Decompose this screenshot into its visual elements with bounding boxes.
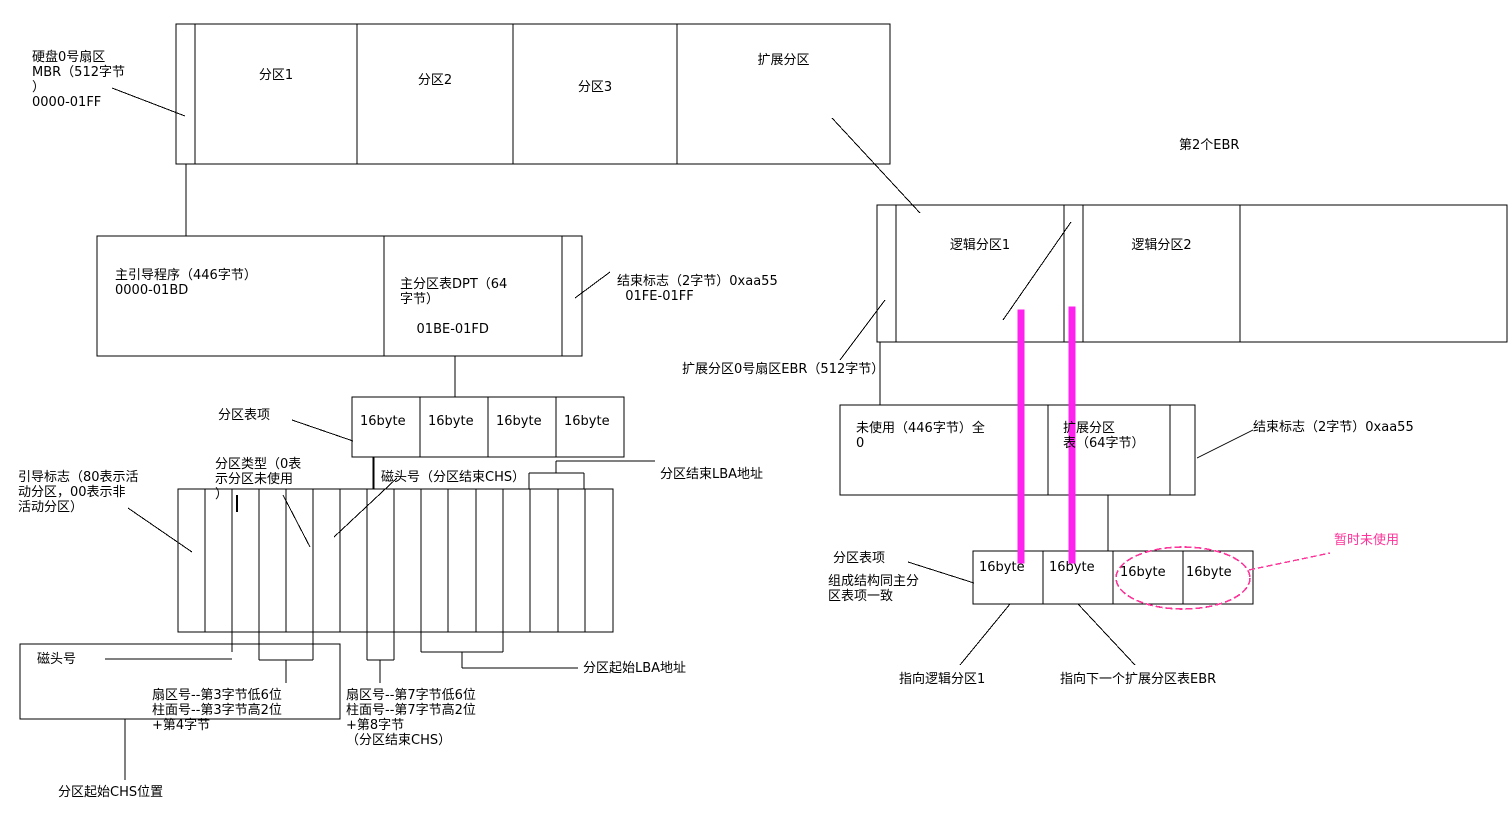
head-number-label: 磁头号 bbox=[37, 652, 77, 667]
logical-partition-1-label: 逻辑分区1 bbox=[949, 238, 1011, 253]
partition-type-label: 分区类型（0表 示分区未使用 ） bbox=[215, 457, 302, 502]
start-chs-detail-label: 扇区号--第3字节低6位 柱面号--第3字节高2位 +第4字节 bbox=[152, 688, 282, 733]
ebr-cell-2: 16byte bbox=[1049, 560, 1095, 575]
ebr-ext-table-label: 扩展分区 表（64字节） bbox=[1063, 421, 1145, 451]
mbr-callout-label: 硬盘0号扇区 MBR（512字节 ） 0000-01FF bbox=[32, 50, 125, 110]
mbr-dpt-label: 主分区表DPT（64 字节） 01BE-01FD bbox=[400, 277, 508, 337]
pointer-logical-partition-1-label: 指向逻辑分区1 bbox=[899, 672, 986, 687]
logical-partition-2-label: 逻辑分区2 bbox=[1131, 238, 1192, 253]
end-chs-detail-label: 扇区号--第7字节低6位 柱面号--第7字节高2位 +第8字节 （分区结束CHS… bbox=[346, 688, 476, 748]
second-ebr-label: 第2个EBR bbox=[1179, 138, 1240, 153]
start-lba-label: 分区起始LBA地址 bbox=[583, 661, 687, 676]
partition-2-label: 分区2 bbox=[417, 73, 453, 88]
ebr-entry-sub-label: 组成结构同主分 区表项一致 bbox=[828, 574, 920, 604]
dpt-cell-2: 16byte bbox=[428, 414, 474, 429]
head-number-end-chs-label: 磁头号（分区结束CHS） bbox=[381, 470, 526, 485]
mbr-bootcode-label: 主引导程序（446字节） 0000-01BD bbox=[115, 268, 257, 298]
ebr-cell-4: 16byte bbox=[1186, 565, 1232, 580]
ebr-entry-label: 分区表项 bbox=[833, 551, 886, 566]
dpt-cell-1: 16byte bbox=[360, 414, 406, 429]
partition-3-label: 分区3 bbox=[577, 80, 613, 95]
ebr-endflag-label: 结束标志（2字节）0xaa55 bbox=[1253, 420, 1414, 435]
start-chs-caption: 分区起始CHS位置 bbox=[58, 785, 164, 800]
boot-flag-label: 引导标志（80表示活 动分区，00表示非 活动分区） bbox=[18, 470, 139, 515]
dpt-cell-4: 16byte bbox=[564, 414, 610, 429]
mbr-endflag-label: 结束标志（2字节）0xaa55 01FE-01FF bbox=[617, 274, 778, 304]
extended-partition-label: 扩展分区 bbox=[757, 53, 810, 68]
end-lba-label: 分区结束LBA地址 bbox=[660, 467, 764, 482]
dpt-cell-3: 16byte bbox=[496, 414, 542, 429]
partition-1-label: 分区1 bbox=[258, 68, 294, 83]
ebr-unused-label: 未使用（446字节）全 0 bbox=[856, 421, 985, 451]
ebr-cell-3: 16byte bbox=[1120, 565, 1166, 580]
temporarily-unused-note: 暂时未使用 bbox=[1334, 533, 1400, 548]
ebr-cell-1: 16byte bbox=[979, 560, 1025, 575]
ebr-callout-label: 扩展分区0号扇区EBR（512字节） bbox=[682, 362, 885, 377]
pointer-next-ebr-label: 指向下一个扩展分区表EBR bbox=[1060, 672, 1217, 687]
dpt-entry-label: 分区表项 bbox=[218, 408, 271, 423]
